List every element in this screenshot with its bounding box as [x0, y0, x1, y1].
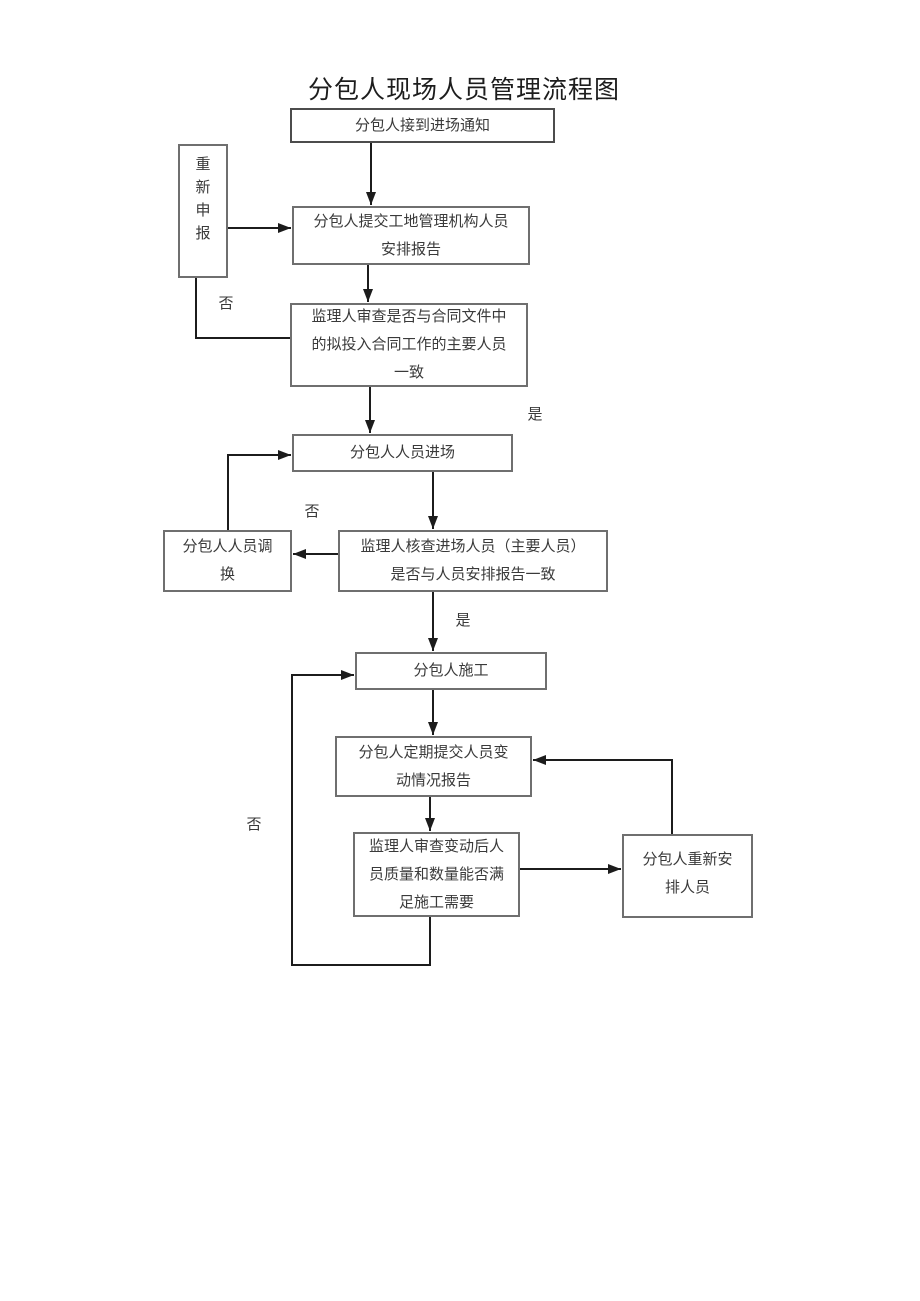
node-submit-report: 分包人提交工地管理机构人员安排报告	[292, 206, 530, 265]
edge-label-review-yes: 是	[527, 407, 543, 423]
node-notice: 分包人接到进场通知	[290, 108, 555, 143]
node-verify-entry-label: 监理人核查进场人员（主要人员）是否与人员安排报告一致	[360, 539, 586, 583]
edge-label-verify-yes: 是	[455, 613, 471, 629]
node-rearrange-label: 分包人重新安排人员	[642, 852, 733, 896]
node-submit-report-label: 分包人提交工地管理机构人员安排报告	[313, 213, 509, 258]
arrow-reviewchange-no-to-construction	[291, 670, 431, 966]
arrow-rearrange-to-periodic	[533, 755, 673, 834]
node-swap-personnel-label: 分包人人员调换	[182, 539, 273, 583]
node-enter-site-label: 分包人人员进场	[349, 445, 455, 461]
node-review-match: 监理人审查是否与合同文件中的拟投入合同工作的主要人员一致	[290, 303, 528, 387]
node-review-change: 监理人审查变动后人员质量和数量能否满足施工需要	[353, 832, 520, 917]
node-verify-entry: 监理人核查进场人员（主要人员）是否与人员安排报告一致	[338, 530, 608, 592]
node-enter-site: 分包人人员进场	[292, 434, 513, 472]
node-construction-label: 分包人施工	[413, 663, 489, 679]
arrow-swap-to-enter	[227, 450, 291, 530]
node-rearrange: 分包人重新安排人员	[622, 834, 753, 918]
node-reapply-label: 重新申报	[195, 157, 211, 242]
node-reapply: 重新申报	[178, 144, 228, 278]
node-review-match-label: 监理人审查是否与合同文件中的拟投入合同工作的主要人员一致	[311, 309, 507, 381]
node-periodic-report-label: 分包人定期提交人员变动情况报告	[358, 744, 509, 789]
node-review-change-label: 监理人审查变动后人员质量和数量能否满足施工需要	[368, 838, 504, 911]
edge-label-verify-no: 否	[304, 504, 320, 520]
node-swap-personnel: 分包人人员调换	[163, 530, 292, 592]
edge-label-reviewchange-no: 否	[246, 817, 262, 833]
node-notice-label: 分包人接到进场通知	[354, 117, 490, 134]
node-construction: 分包人施工	[355, 652, 547, 690]
node-periodic-report: 分包人定期提交人员变动情况报告	[335, 736, 532, 797]
edge-label-review-no: 否	[218, 296, 234, 312]
flowchart-title: 分包人现场人员管理流程图	[308, 77, 621, 104]
line-review-no-to-reapply	[195, 278, 290, 339]
